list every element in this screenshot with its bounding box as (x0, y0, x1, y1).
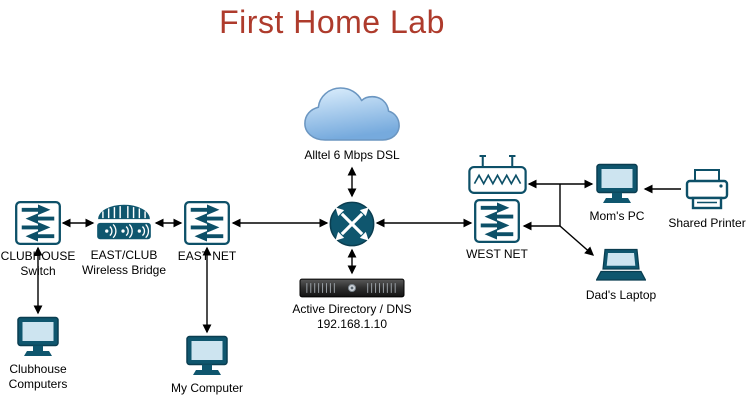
node-dads-laptop: Dad's Laptop (576, 248, 666, 303)
clubhouse-switch-label: CLUBHOUSE Switch (0, 249, 76, 278)
node-my-computer: My Computer (162, 335, 252, 396)
rack-server-icon (299, 278, 405, 298)
node-internet-cloud: Alltel 6 Mbps DSL (292, 84, 412, 163)
node-moms-pc: Mom's PC (572, 163, 662, 224)
shared-printer-label: Shared Printer (668, 216, 746, 230)
dads-laptop-label: Dad's Laptop (585, 288, 657, 302)
moms-pc-label: Mom's PC (589, 209, 645, 223)
switch-icon (474, 199, 520, 243)
printer-icon (684, 168, 730, 212)
cloud-label: Alltel 6 Mbps DSL (304, 148, 400, 162)
desktop-monitor-icon (16, 316, 60, 358)
desktop-monitor-icon (185, 335, 229, 377)
server-label: Active Directory / DNS (292, 302, 412, 316)
clubhouse-computers-label: Clubhouse Computers (8, 362, 68, 391)
wireless-bridge-icon (95, 198, 153, 244)
diagram-title: First Home Lab (219, 4, 445, 40)
wireless-bridge-label: EAST/CLUB Wireless Bridge (81, 248, 167, 277)
cloud-icon (302, 84, 402, 144)
node-wireless-bridge: EAST/CLUB Wireless Bridge (76, 198, 172, 277)
node-east-net: EAST NET (167, 201, 247, 264)
switch-icon (15, 201, 61, 245)
laptop-icon (596, 248, 646, 284)
node-router (312, 200, 392, 248)
node-west-net: WEST NET (457, 152, 537, 262)
node-clubhouse-computers: Clubhouse Computers (2, 316, 74, 391)
node-shared-printer: Shared Printer (662, 168, 747, 231)
node-clubhouse-switch: CLUBHOUSE Switch (0, 201, 76, 278)
switch-icon (184, 201, 230, 245)
router-icon (328, 200, 376, 248)
server-ip: 192.168.1.10 (316, 316, 388, 331)
node-ad-dns-server: Active Directory / DNS 192.168.1.10 (277, 278, 427, 331)
wireless-ap-icon (468, 152, 527, 195)
east-net-label: EAST NET (177, 249, 237, 263)
my-computer-label: My Computer (170, 381, 244, 395)
desktop-monitor-icon (595, 163, 639, 205)
west-net-label: WEST NET (466, 247, 528, 261)
